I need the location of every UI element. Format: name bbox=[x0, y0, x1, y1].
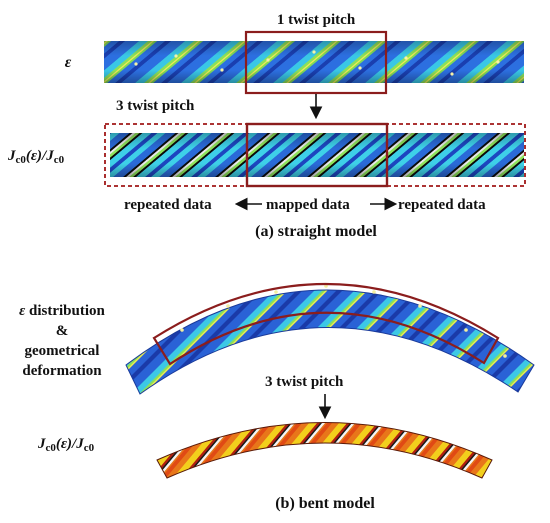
one-twist-frame bbox=[244, 30, 388, 95]
one-twist-label: 1 twist pitch bbox=[277, 12, 356, 28]
caption-bent: (b) bent model bbox=[275, 495, 375, 512]
bent-twist-frame bbox=[152, 282, 500, 366]
three-twist-label-bent: 3 twist pitch bbox=[265, 374, 344, 390]
mapped-frame bbox=[245, 122, 389, 188]
straight-model: 1 twist pitch ε 3 twist pitch Jc0(ε)/Jc0… bbox=[7, 12, 526, 240]
caption-straight: (a) straight model bbox=[255, 223, 377, 240]
bent-model: 3 twist pitch ε distribution & geometric… bbox=[19, 282, 535, 512]
svg-text:deformation: deformation bbox=[22, 363, 102, 379]
three-twist-label-straight: 3 twist pitch bbox=[116, 98, 195, 114]
jc-label-straight: Jc0(ε)/Jc0 bbox=[7, 148, 65, 166]
svg-text:ε distribution: ε distribution bbox=[19, 303, 105, 319]
svg-text:&: & bbox=[56, 323, 69, 339]
strain-symbol: ε bbox=[65, 54, 72, 71]
strain-cable-straight bbox=[104, 41, 524, 83]
repeated-data-right: repeated data bbox=[398, 197, 486, 213]
jc-cable-straight bbox=[110, 133, 524, 177]
svg-text:geometrical: geometrical bbox=[25, 343, 100, 359]
strain-cable-bent bbox=[125, 284, 535, 395]
jc-cable-bent bbox=[156, 422, 493, 479]
repeated-data-left: repeated data bbox=[124, 197, 212, 213]
strain-distribution-label: ε distribution & geometrical deformation bbox=[19, 303, 105, 379]
mapped-data: mapped data bbox=[266, 197, 350, 213]
jc-label-bent: Jc0(ε)/Jc0 bbox=[37, 436, 95, 454]
